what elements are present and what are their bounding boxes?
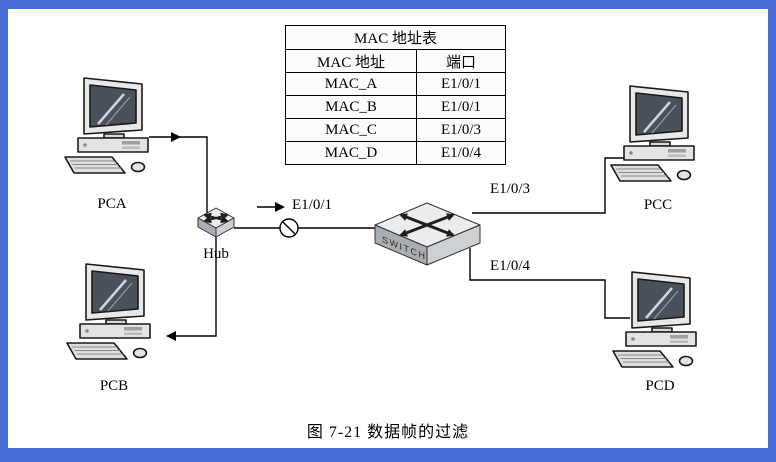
mac-table-header-row: MAC 地址 端口 — [285, 49, 506, 73]
pca-icon — [63, 76, 150, 175]
mac-cell: MAC_D — [285, 141, 417, 165]
figure-caption: 图 7-21 数据帧的过滤 — [306, 424, 470, 441]
port-cell: E1/0/1 — [416, 95, 506, 119]
mac-cell: MAC_C — [285, 118, 417, 142]
mac-address-table: MAC 地址表 MAC 地址 端口 MAC_A E1/0/1 MAC_B E1/… — [285, 25, 506, 165]
hub-label: Hub — [203, 246, 229, 262]
table-row: MAC_D E1/0/4 — [285, 141, 506, 165]
port-label-e104: E1/0/4 — [490, 258, 530, 274]
port-cell: E1/0/3 — [416, 118, 506, 142]
mac-table-header-address: MAC 地址 — [285, 49, 417, 73]
pcd-icon — [611, 270, 698, 369]
link-pca-hub — [177, 136, 208, 213]
link-switch-pcc — [472, 157, 624, 214]
mac-cell: MAC_B — [285, 95, 417, 119]
pcb-icon — [65, 262, 152, 361]
port-label-e103: E1/0/3 — [490, 181, 530, 197]
pcc-label: PCC — [643, 197, 673, 213]
switch-icon: SWITCH — [374, 202, 481, 266]
link-hub-pcb — [166, 236, 217, 341]
pcb-label: PCB — [99, 378, 129, 394]
pca-label: PCA — [97, 196, 127, 212]
port-cell: E1/0/1 — [416, 72, 506, 96]
link-switch-pcd — [469, 248, 630, 319]
table-row: MAC_B E1/0/1 — [285, 95, 506, 119]
mac-table-title: MAC 地址表 — [285, 25, 506, 50]
table-row: MAC_A E1/0/1 — [285, 72, 506, 96]
port-cell: E1/0/4 — [416, 141, 506, 165]
hub-icon — [197, 207, 235, 238]
filter-blocked-icon — [279, 218, 299, 238]
mac-table-header-port: 端口 — [416, 49, 506, 73]
pcc-icon — [609, 84, 696, 183]
mac-cell: MAC_A — [285, 72, 417, 96]
pcd-label: PCD — [645, 378, 675, 394]
table-row: MAC_C E1/0/3 — [285, 118, 506, 142]
port-label-e101: E1/0/1 — [292, 197, 332, 213]
